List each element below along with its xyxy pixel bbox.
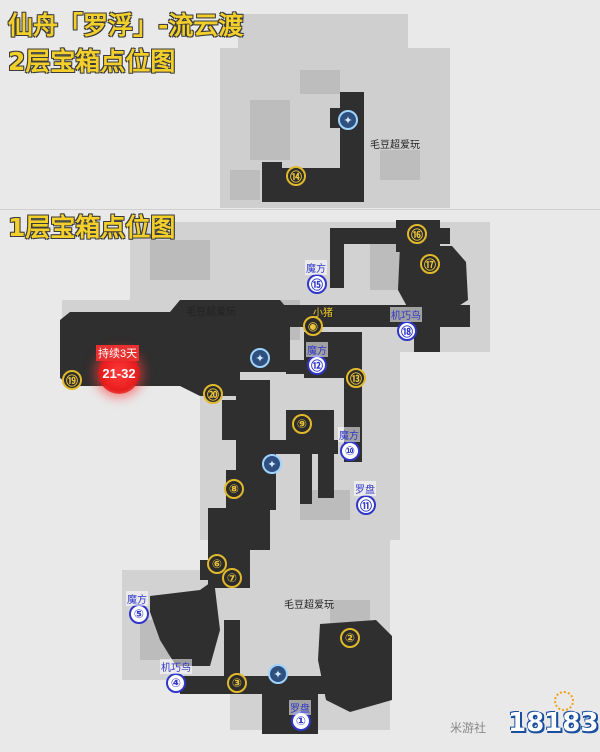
chest-marker-11[interactable]: ⑪ [356,495,376,515]
chest-caption: 魔方 [306,342,328,357]
chest-marker-7[interactable]: ⑦ [222,568,242,588]
chest-marker-3[interactable]: ③ [227,673,247,693]
floor2-title: 2层宝箱点位图 [8,47,176,76]
event-range: 21-32 [102,365,136,381]
chest-marker-18[interactable]: ⑱ [397,321,417,341]
chest-marker-15[interactable]: ⑮ [307,274,327,294]
site-logo: 18183 [508,708,599,738]
chest-caption: 机巧鸟 [390,307,422,322]
chest-marker-2[interactable]: ② [340,628,360,648]
shop-label: 毛豆超爱玩 [370,140,420,151]
logo-sun-icon [554,691,574,711]
chest-marker-9[interactable]: ⑨ [292,414,312,434]
chest-marker-14[interactable]: ⑭ [286,166,306,186]
chest-caption: 罗盘 [354,481,376,496]
chest-marker-4[interactable]: ④ [166,673,186,693]
watermark-text: 米游社 [450,721,487,735]
floor2-detail [230,70,420,200]
teleport-icon[interactable]: ✦ [262,454,282,474]
floor1-title: 1层宝箱点位图 [8,213,176,242]
chest-marker-16[interactable]: ⑯ [407,224,427,244]
chest-caption: 罗盘 [289,700,311,715]
floor-divider [0,209,600,210]
chest-marker-10[interactable]: ⑩ [340,441,360,461]
chest-marker-13[interactable]: ⑬ [346,368,366,388]
shop-label: 毛豆超爱玩 [284,600,334,611]
chest-caption: 魔方 [305,260,327,275]
chest-marker-5[interactable]: ⑤ [129,604,149,624]
chest-marker-19[interactable]: ⑲ [62,370,82,390]
shop-label: 毛豆超爱玩 [186,307,236,318]
chest-marker-20[interactable]: ⑳ [203,384,223,404]
map-title: 仙舟「罗浮」-流云渡 [8,11,244,40]
teleport-icon[interactable]: ✦ [250,348,270,368]
chest-caption: 魔方 [338,427,360,442]
chest-marker-6[interactable]: ⑥ [207,554,227,574]
floor1-path [60,220,470,734]
event-label: 持续3天 [96,345,140,361]
chest-marker-12[interactable]: ⑫ [307,355,327,375]
chest-marker-8[interactable]: ⑧ [224,479,244,499]
chest-caption: 魔方 [126,591,148,606]
teleport-icon[interactable]: ✦ [338,110,358,130]
chest-marker-special[interactable]: ◉ [303,316,323,336]
teleport-icon[interactable]: ✦ [268,664,288,684]
chest-caption: 小猪 [313,308,333,319]
chest-marker-17[interactable]: ⑰ [420,254,440,274]
chest-caption: 机巧鸟 [160,659,192,674]
